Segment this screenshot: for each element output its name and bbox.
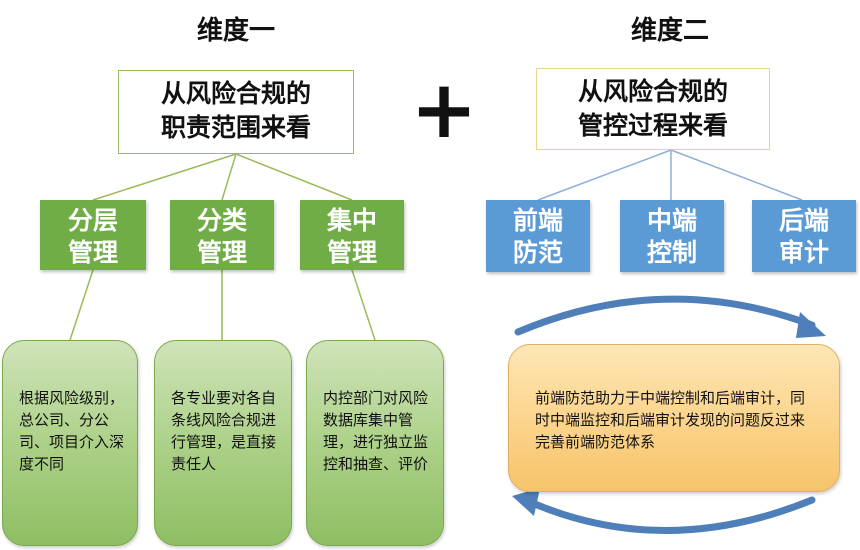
category-label-line1: 集中 xyxy=(326,206,377,235)
connector-title1-cat3 xyxy=(235,153,353,201)
category-label-line2: 管理 xyxy=(196,238,247,267)
dimension2-title-line1: 从风险合规的 xyxy=(577,77,728,106)
dimension2-title-box: 从风险合规的 管控过程来看 xyxy=(536,68,770,150)
dimension1-title-box: 从风险合规的 职责范围来看 xyxy=(118,70,354,154)
category-classified-management: 分类 管理 xyxy=(170,200,274,270)
desc-box-classified: 各专业要对各自条线风险合规进行管理，是直接责任人 xyxy=(154,340,292,546)
cycle-arrow-top-head xyxy=(796,312,826,338)
plus-sign: + xyxy=(410,63,478,156)
cycle-arrow-bottom xyxy=(526,496,816,534)
cycle-arrow-bottom-head xyxy=(512,488,540,516)
category-label-line1: 分层 xyxy=(67,206,118,235)
connector-title2-cat3 xyxy=(670,149,803,201)
desc-box-layered: 根据风险级别，总公司、分公司、项目介入深度不同 xyxy=(2,340,138,546)
category-front-end-prevention: 前端 防范 xyxy=(486,200,590,272)
category-label-line2: 审计 xyxy=(778,238,829,267)
cycle-arrow-top xyxy=(514,295,816,336)
category-label-line1: 中端 xyxy=(646,206,697,235)
connector-title1-cat1 xyxy=(92,153,237,201)
category-label-line2: 管理 xyxy=(326,238,377,267)
dimension2-title-line2: 管控过程来看 xyxy=(577,111,728,140)
desc-text-classified: 各专业要对各自条线风险合规进行管理，是直接责任人 xyxy=(171,389,277,473)
dimension2-heading: 维度二 xyxy=(630,16,709,46)
cycle-description-box: 前端防范助力于中端控制和后端审计，同时中端监控和后端审计发现的问题反过来完善前端… xyxy=(508,344,840,492)
dimension1-title-line2: 职责范围来看 xyxy=(160,113,311,142)
connector-title2-cat1 xyxy=(537,149,672,201)
connector-title1-cat2 xyxy=(221,153,237,201)
category-mid-end-control: 中端 控制 xyxy=(620,200,724,272)
desc-text-centralized: 内控部门对风险数据库集中管理，进行独立监控和抽查、评价 xyxy=(323,389,429,473)
category-back-end-audit: 后端 审计 xyxy=(752,200,856,272)
category-label-line2: 防范 xyxy=(512,238,563,267)
connector-cat3-desc3 xyxy=(351,269,376,341)
category-layered-management: 分层 管理 xyxy=(40,200,146,270)
category-label-line1: 前端 xyxy=(512,206,563,235)
connector-cat1-desc1 xyxy=(69,269,94,341)
category-label-line2: 管理 xyxy=(67,238,118,267)
cycle-description-text: 前端防范助力于中端控制和后端审计，同时中端监控和后端审计发现的问题反过来完善前端… xyxy=(535,389,806,451)
category-centralized-management: 集中 管理 xyxy=(300,200,404,270)
dimension1-heading: 维度一 xyxy=(196,16,275,46)
category-label-line1: 后端 xyxy=(778,206,829,235)
category-label-line1: 分类 xyxy=(196,206,247,235)
category-label-line2: 控制 xyxy=(646,238,697,267)
desc-box-centralized: 内控部门对风险数据库集中管理，进行独立监控和抽查、评价 xyxy=(306,340,444,546)
desc-text-layered: 根据风险级别，总公司、分公司、项目介入深度不同 xyxy=(19,389,125,473)
dimension1-title-line1: 从风险合规的 xyxy=(160,79,311,108)
